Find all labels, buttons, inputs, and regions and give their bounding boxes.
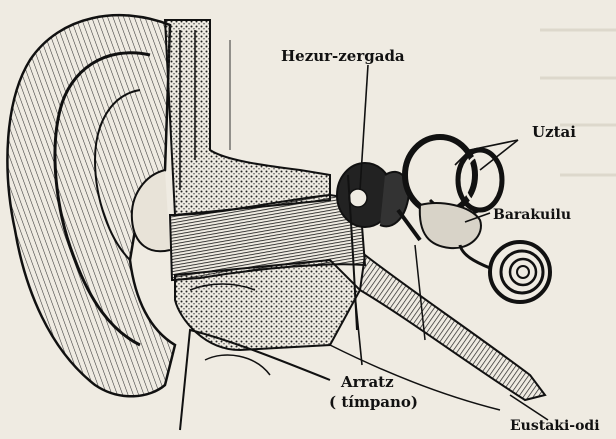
label-uztai: Uztai bbox=[532, 123, 576, 141]
label-hezur-zergada: Hezur-zergada bbox=[281, 47, 405, 65]
label-eustaki-odi: Eustaki-odi bbox=[510, 418, 600, 434]
label-arratz: Arratz bbox=[340, 373, 394, 391]
label-timpano: ( tímpano) bbox=[329, 393, 418, 411]
outer-ear-pinna bbox=[7, 15, 175, 396]
cochlea bbox=[460, 242, 550, 302]
background-page-texture bbox=[540, 30, 616, 175]
label-barakuilu: Barakuilu bbox=[493, 207, 571, 223]
semicircular-canals bbox=[405, 137, 502, 214]
